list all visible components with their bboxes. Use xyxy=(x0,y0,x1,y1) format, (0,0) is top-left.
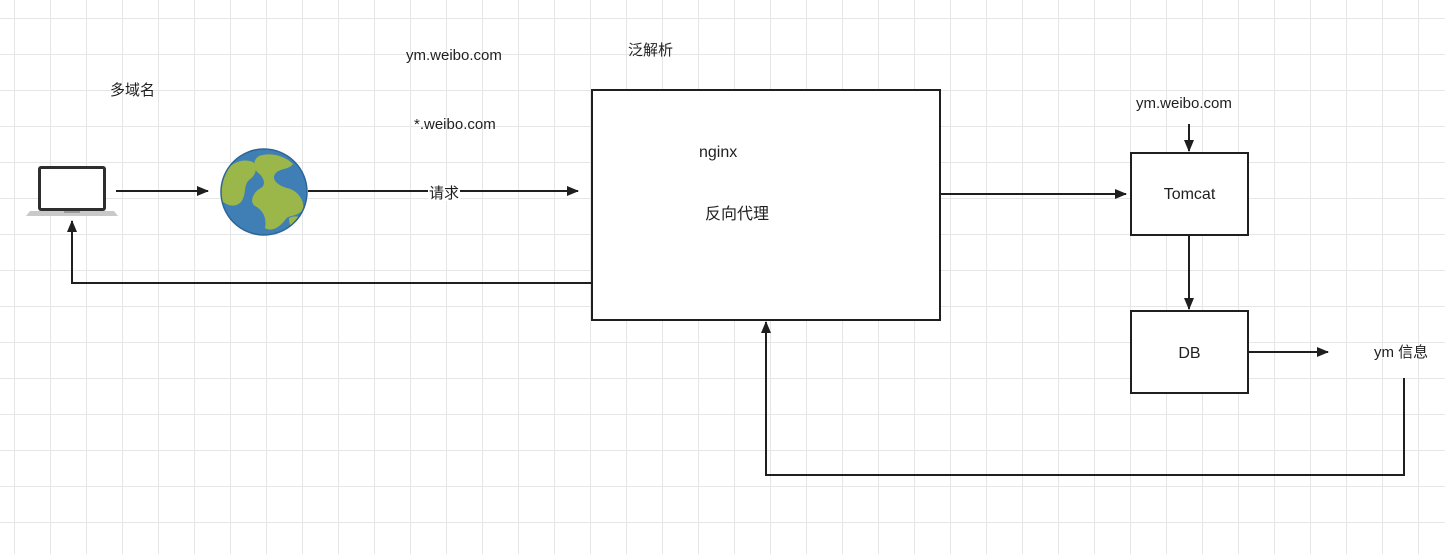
top-domain-label: ym.weibo.com xyxy=(406,47,502,64)
tomcat-domain-label: ym.weibo.com xyxy=(1136,95,1232,112)
tomcat-node[interactable]: Tomcat xyxy=(1130,152,1249,236)
globe-icon xyxy=(220,148,308,236)
nginx-title: nginx xyxy=(699,144,738,161)
nginx-subtitle: 反向代理 xyxy=(705,206,770,223)
wildcard-resolution-label: 泛解析 xyxy=(628,42,674,59)
db-title: DB xyxy=(1178,345,1201,362)
tomcat-title: Tomcat xyxy=(1163,186,1216,203)
multi-domain-label: 多域名 xyxy=(110,82,156,99)
arrow-nginx-to-client xyxy=(67,220,592,284)
ym-info-label: ym 信息 xyxy=(1374,344,1429,361)
request-label: 请求 xyxy=(428,185,461,202)
nginx-node[interactable]: nginx 反向代理 xyxy=(591,89,941,321)
wildcard-domain-label: *.weibo.com xyxy=(414,116,496,133)
db-node[interactable]: DB xyxy=(1130,310,1249,394)
arrow-info-to-nginx xyxy=(761,321,1405,476)
laptop-icon xyxy=(26,166,118,216)
